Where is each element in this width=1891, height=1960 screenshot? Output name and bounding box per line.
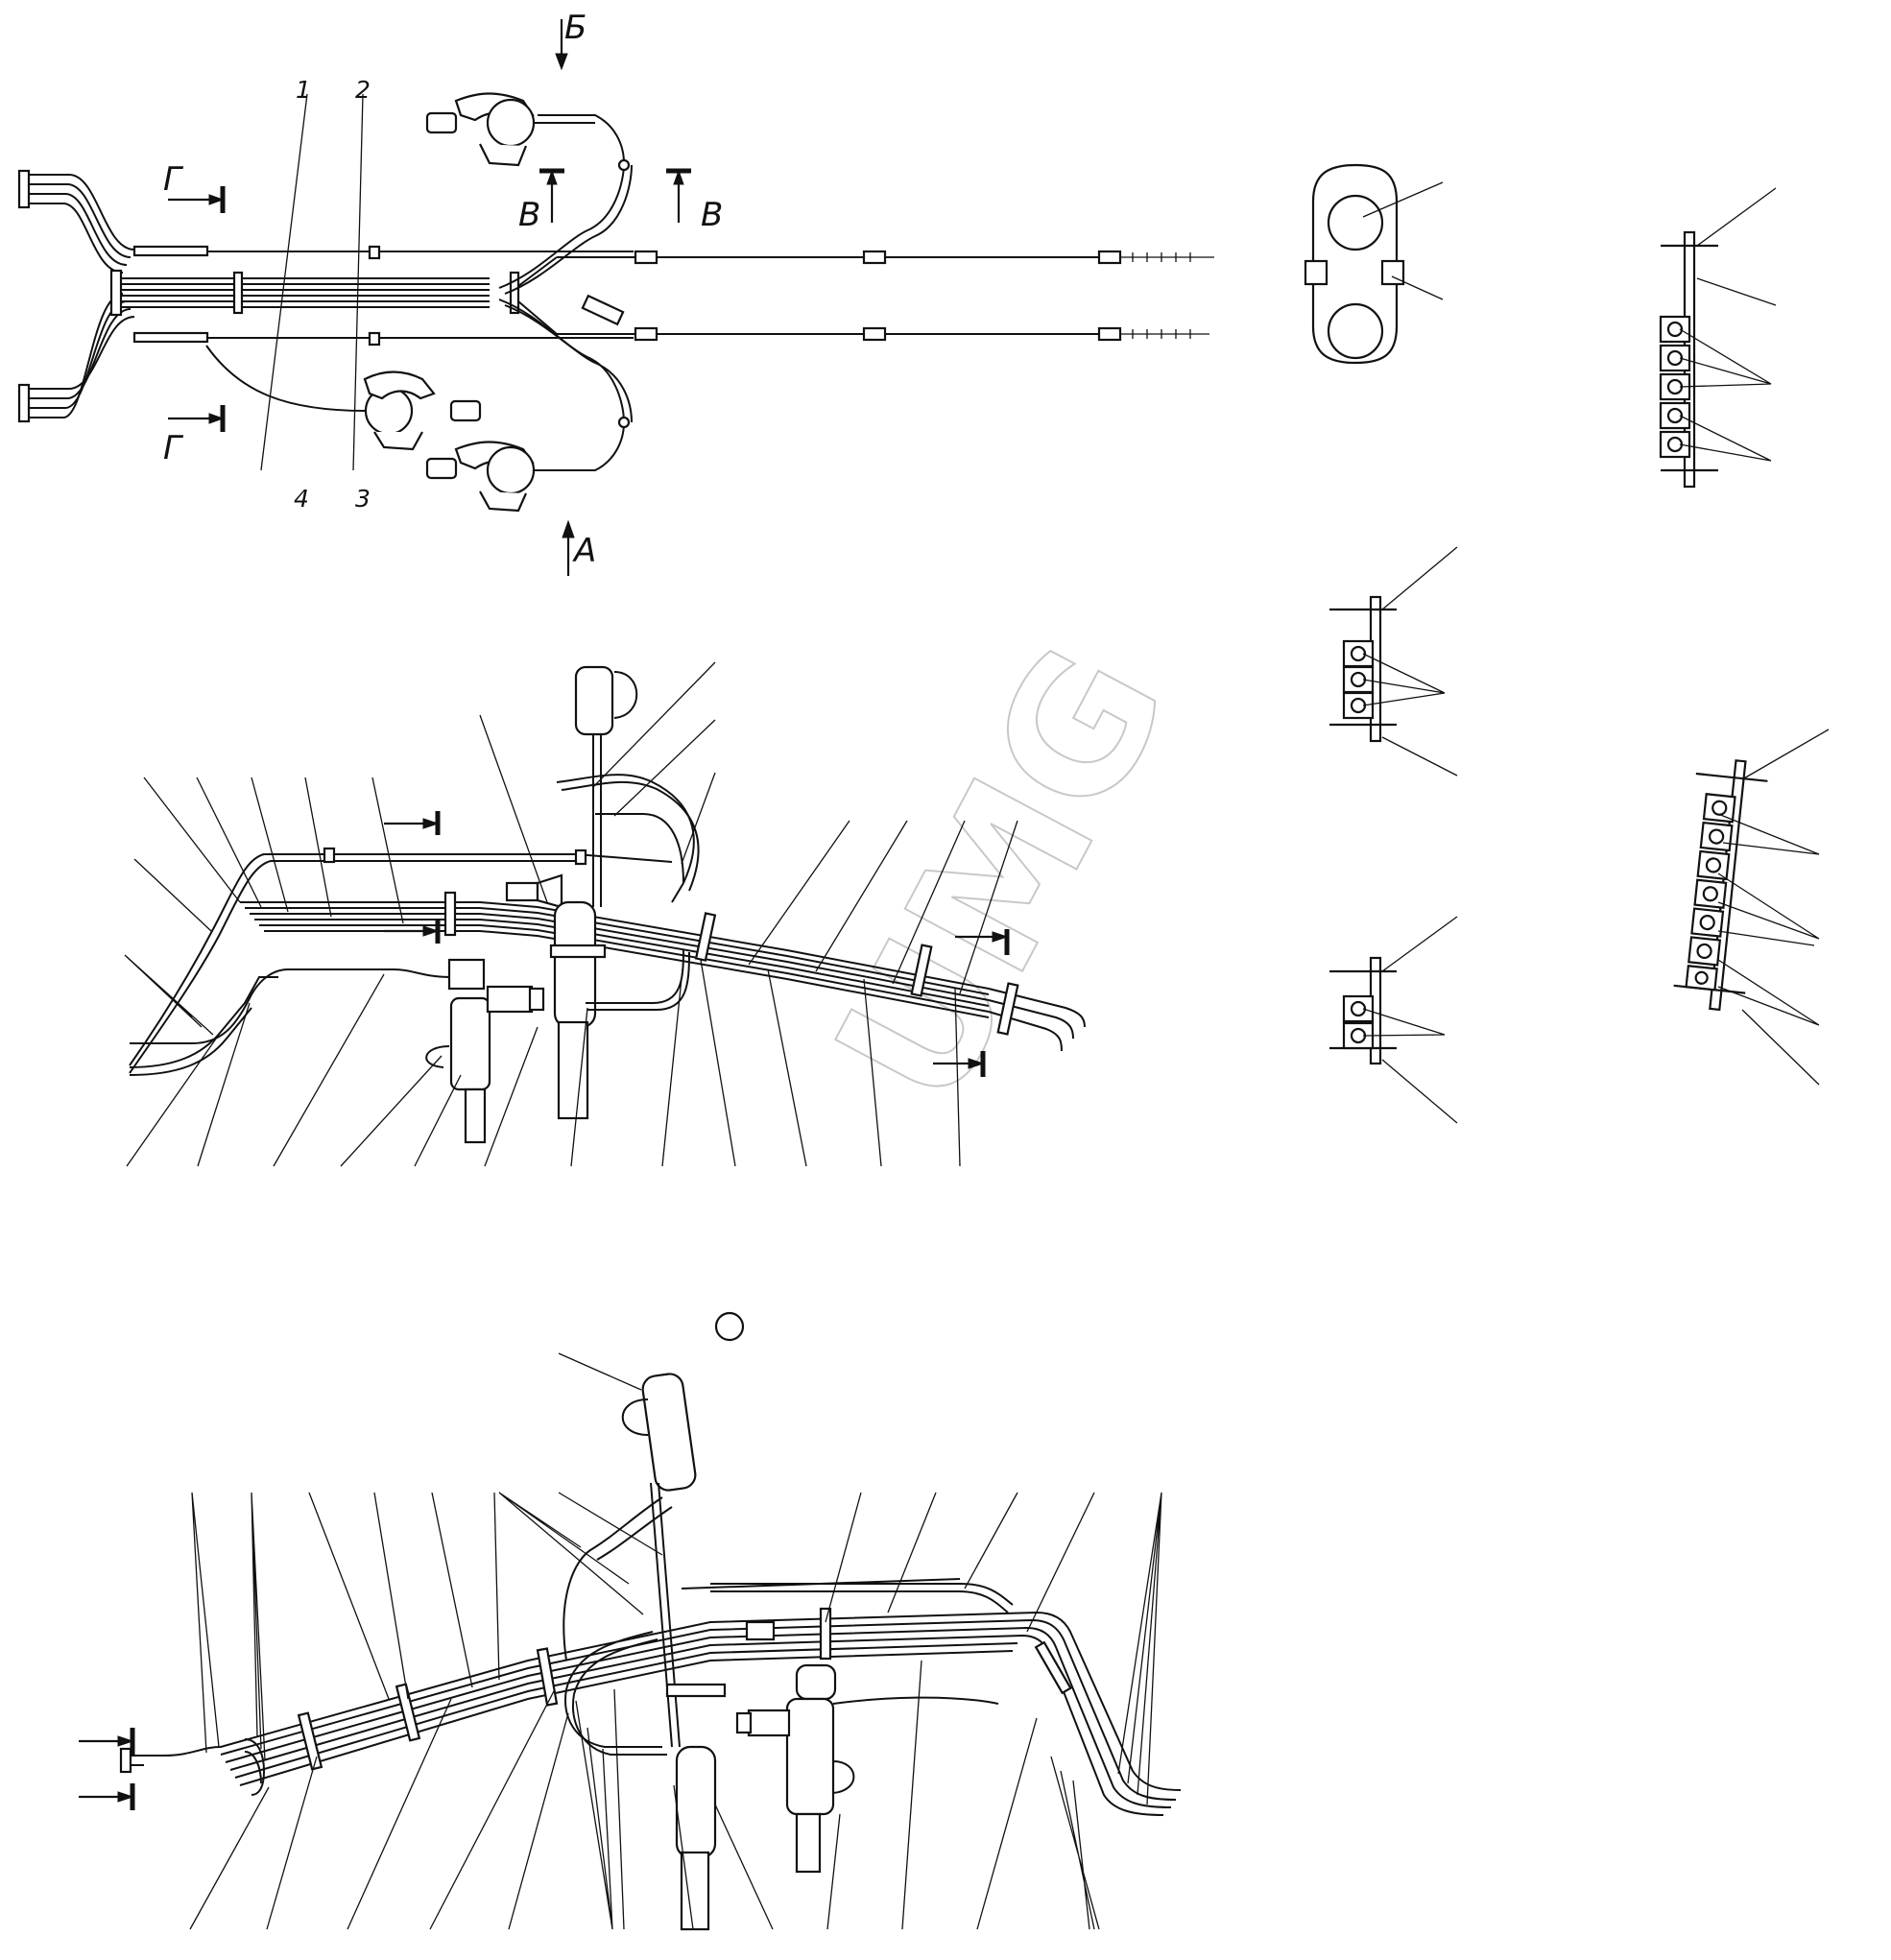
svg-text:2: 2	[355, 76, 371, 104]
svg-text:Б: Б	[564, 9, 586, 47]
svg-text:1: 1	[296, 76, 311, 104]
view-arrow-a: А	[562, 519, 596, 576]
view-a	[124, 661, 1086, 1167]
cylinder-b	[621, 1373, 727, 1931]
view-b	[79, 1311, 1182, 1931]
svg-text:Г: Г	[163, 429, 184, 467]
valve-50	[735, 1663, 999, 1874]
svg-text:А: А	[572, 532, 596, 570]
svg-text:В: В	[701, 196, 723, 234]
section-marker-e	[384, 811, 441, 944]
left-connectors-top	[17, 169, 135, 274]
svg-text:4: 4	[294, 485, 309, 513]
view-b-bundle	[125, 1583, 1182, 1816]
section-zhzh	[1673, 729, 1830, 1086]
coupling-top	[425, 92, 595, 167]
section-dd	[1329, 916, 1458, 1124]
section-gg	[1329, 546, 1458, 777]
section-marker-g: Г Г	[163, 160, 226, 467]
central-pipe-bundle	[109, 269, 520, 317]
watermark: UMG	[796, 614, 1209, 1137]
section-marker-d	[79, 1728, 135, 1810]
section-marker-zh	[933, 929, 1010, 1077]
section-ee	[1659, 187, 1777, 489]
section-marker-v: В В	[518, 168, 723, 234]
view-b-callouts	[189, 1352, 1162, 1930]
svg-text:В: В	[518, 196, 540, 234]
view-arrow-b: Б	[555, 9, 586, 71]
cylinder-a	[549, 665, 638, 1120]
svg-text:Г: Г	[163, 160, 184, 199]
main-plan-view: Г Г В В Б А 1 2 3 4	[17, 9, 1214, 576]
svg-text:3: 3	[355, 485, 371, 513]
section-vv	[1304, 163, 1444, 365]
coupling-middle	[205, 345, 482, 451]
valve-32	[425, 958, 545, 1144]
coupling-bottom	[425, 441, 595, 513]
view-a-callouts	[124, 661, 1018, 1167]
